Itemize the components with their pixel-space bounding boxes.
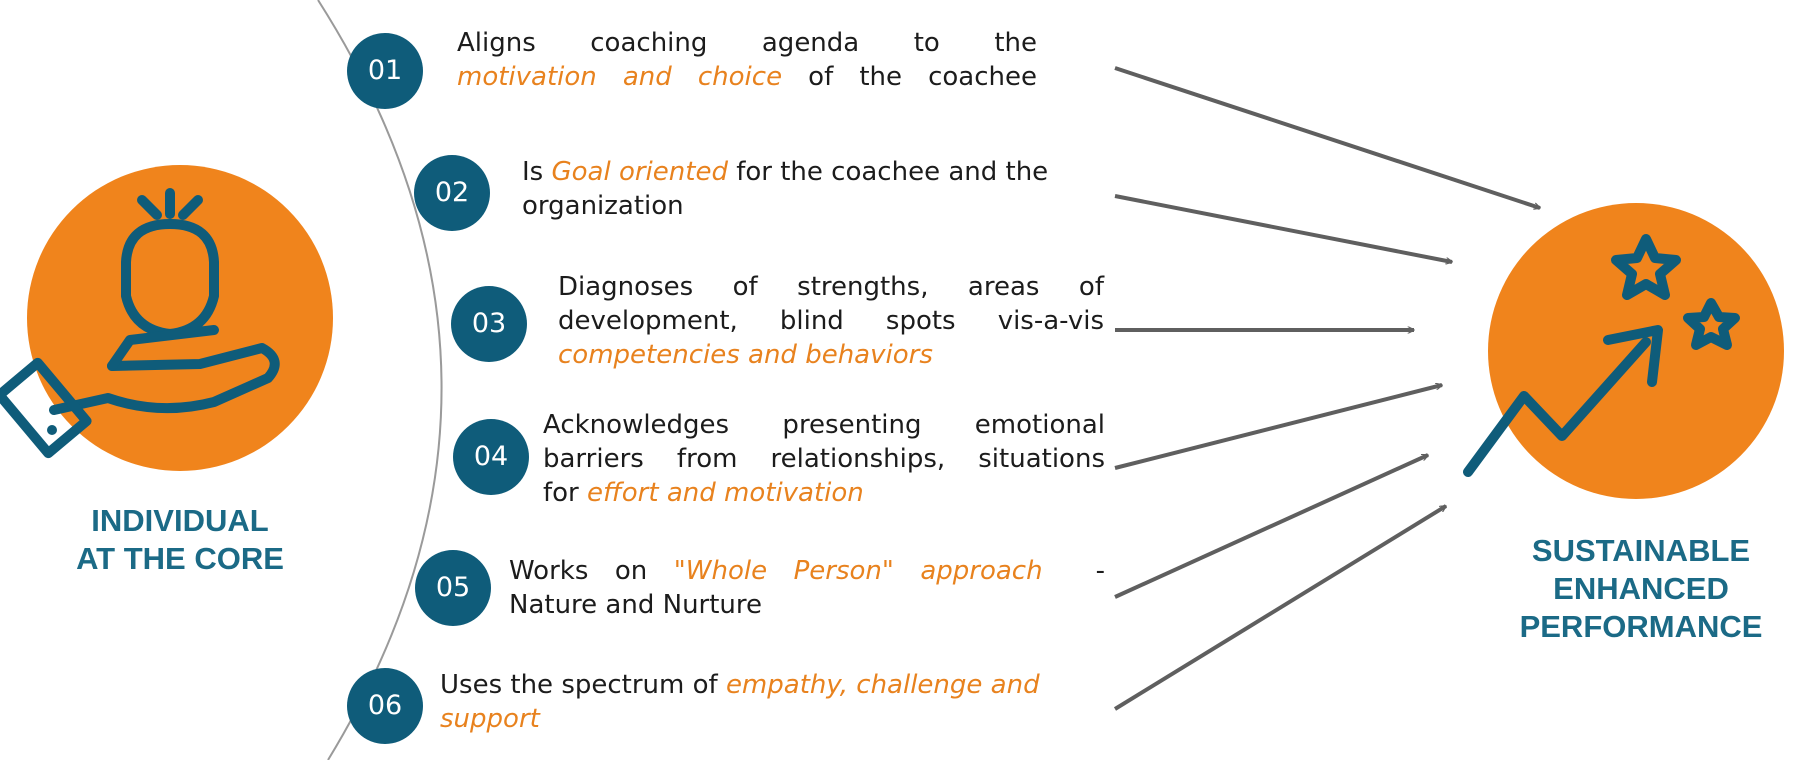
item-line: for effort and motivation <box>543 476 1105 510</box>
item-text-05: Works on "Whole Person" approach -Nature… <box>509 554 1105 622</box>
left-label-line1: INDIVIDUAL <box>91 503 269 538</box>
arrow-02 <box>1114 194 1452 262</box>
arrow-04 <box>1114 385 1442 470</box>
badge-01: 01 <box>347 33 423 109</box>
item-line: Uses the spectrum of empathy, challenge … <box>440 668 1105 702</box>
body-text: Diagnoses of strengths, areas of <box>558 272 1104 302</box>
body-text: for the coachee and the <box>727 157 1049 187</box>
arrow-06 <box>1113 504 1446 711</box>
item-line: motivation and choice of the coachee <box>457 60 1037 94</box>
highlight-text: empathy, challenge and <box>725 670 1040 700</box>
item-line: Is Goal oriented for the coachee and the <box>522 155 1104 189</box>
body-text: development, blind spots vis-a-vis <box>558 306 1104 336</box>
arrow-01 <box>1114 66 1540 208</box>
body-text: organization <box>522 191 684 221</box>
badge-06: 06 <box>347 668 423 744</box>
body-text: for <box>543 478 588 508</box>
item-text-04: Acknowledges presenting emotional barrier… <box>543 408 1105 510</box>
item-line: support <box>440 702 1105 736</box>
body-text: Uses the spectrum of <box>440 670 726 700</box>
highlight-text: Goal oriented <box>551 157 728 187</box>
body-text: Works on <box>509 556 674 586</box>
arrows-group <box>1113 66 1540 711</box>
left-circle <box>27 165 333 471</box>
highlight-text: support <box>440 704 540 734</box>
item-line: Acknowledges presenting emotional <box>543 408 1105 442</box>
body-text: - <box>1042 556 1105 586</box>
right-label-line1: SUSTAINABLE <box>1531 533 1751 568</box>
highlight-text: effort and motivation <box>587 478 864 508</box>
body-text: Acknowledges presenting emotional <box>543 410 1105 440</box>
highlight-text: competencies and behaviors <box>558 340 933 370</box>
item-line: Works on "Whole Person" approach - <box>509 554 1105 588</box>
right-label-line3: PERFORMANCE <box>1519 609 1763 644</box>
body-text: Nature and Nurture <box>509 590 763 620</box>
right-label: SUSTAINABLE ENHANCED PERFORMANCE <box>1496 532 1786 646</box>
item-text-06: Uses the spectrum of empathy, challenge … <box>440 668 1105 736</box>
badge-04: 04 <box>453 419 529 495</box>
highlight-text: motivation and choice <box>457 62 783 92</box>
body-text: Is <box>522 157 552 187</box>
body-text: of the coachee <box>782 62 1037 92</box>
arrow-05 <box>1114 453 1428 599</box>
badge-02: 02 <box>414 155 490 231</box>
item-text-02: Is Goal oriented for the coachee and the… <box>522 155 1104 223</box>
item-line: barriers from relationships, situations <box>543 442 1105 476</box>
item-line: Aligns coaching agenda to the <box>457 26 1037 60</box>
stars-growth-arrow-icon <box>1463 234 1740 477</box>
item-line: Diagnoses of strengths, areas of <box>558 270 1104 304</box>
right-label-line2: ENHANCED <box>1553 571 1729 606</box>
item-line: competencies and behaviors <box>558 338 1104 372</box>
left-label: INDIVIDUAL AT THE CORE <box>40 502 320 578</box>
left-label-line2: AT THE CORE <box>76 541 284 576</box>
highlight-text: "Whole Person" approach <box>673 556 1043 586</box>
item-line: Nature and Nurture <box>509 588 1105 622</box>
body-text: barriers from relationships, situations <box>543 444 1105 474</box>
badge-05: 05 <box>415 550 491 626</box>
badge-03: 03 <box>451 286 527 362</box>
item-text-03: Diagnoses of strengths, areas of developm… <box>558 270 1104 372</box>
curve-line <box>317 0 443 760</box>
item-line: development, blind spots vis-a-vis <box>558 304 1104 338</box>
body-text: Aligns coaching agenda to the <box>457 28 1037 58</box>
item-line: organization <box>522 189 1104 223</box>
hand-holding-person-icon <box>0 188 280 459</box>
